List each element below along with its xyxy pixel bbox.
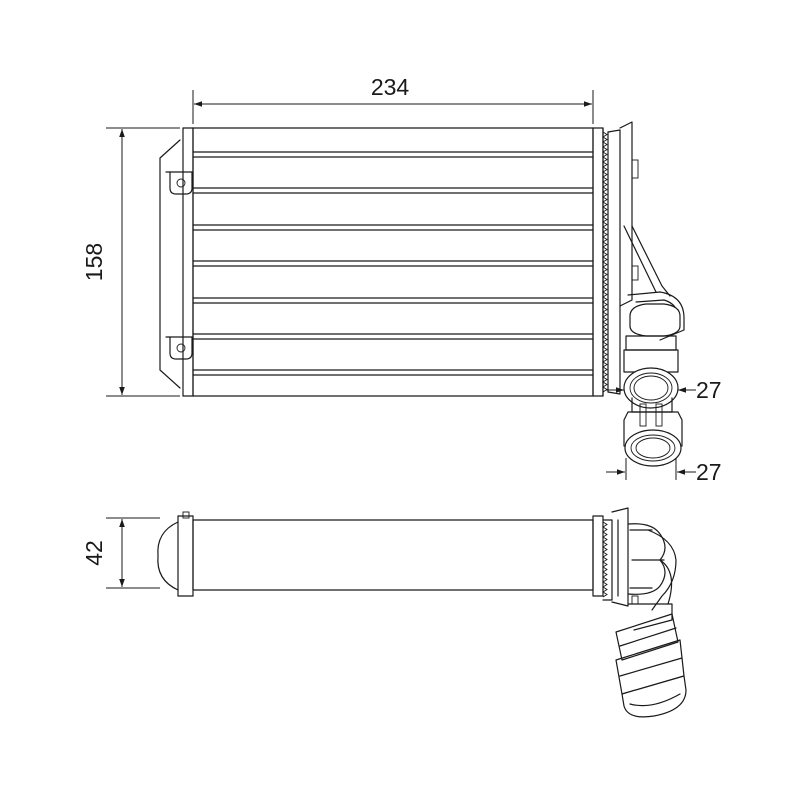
side-core-body <box>192 519 594 591</box>
dimension-width-label: 234 <box>371 74 410 100</box>
dimension-pipe-upper: 27 <box>606 377 722 403</box>
dimension-width: 234 <box>192 74 594 124</box>
dimension-pipe-lower-label: 27 <box>696 459 722 485</box>
core-tubes <box>192 151 594 376</box>
dimension-height: 158 <box>81 127 180 397</box>
dimension-depth: 42 <box>81 517 160 589</box>
upper-mount-tab <box>165 171 193 195</box>
front-view <box>159 121 685 467</box>
side-header <box>592 507 687 718</box>
lower-pipe-outlet <box>624 429 682 467</box>
right-header-tank <box>592 121 671 397</box>
side-dome-end <box>157 511 194 597</box>
side-view <box>157 507 687 718</box>
lower-mount-tab <box>165 336 193 360</box>
dimension-depth-label: 42 <box>81 540 107 566</box>
dimension-pipe-lower: 27 <box>606 458 722 485</box>
core-body <box>192 127 594 397</box>
dimension-pipe-upper-label: 27 <box>696 377 722 403</box>
pipe-connectors <box>623 291 685 467</box>
dimension-height-label: 158 <box>81 243 107 281</box>
left-end-cap <box>159 127 194 397</box>
